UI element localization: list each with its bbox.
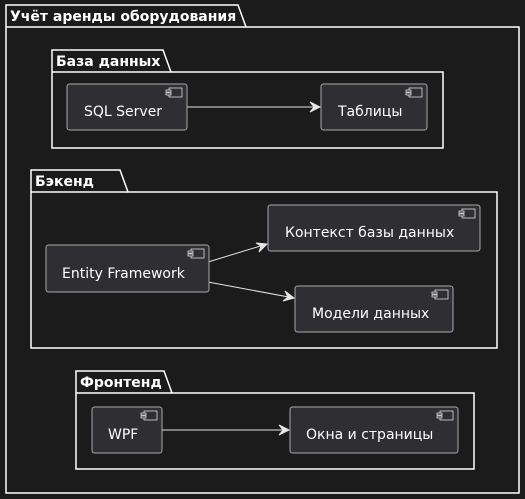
component-entity-framework-box[interactable] bbox=[45, 244, 210, 293]
component-tables-label: Таблицы bbox=[337, 104, 402, 120]
component-data-models-label: Модели данных bbox=[312, 306, 429, 322]
component-db-context-label: Контекст базы данных bbox=[285, 225, 454, 241]
component-data-models[interactable]: Модели данных bbox=[294, 285, 454, 333]
component-icon bbox=[140, 410, 158, 421]
package-database-frame bbox=[51, 49, 444, 149]
component-icon bbox=[405, 87, 423, 98]
component-sql-server-label: SQL Server bbox=[84, 104, 162, 120]
edge-wpf-to-windows-arrowhead bbox=[278, 424, 291, 436]
package-backend: Бэкенд bbox=[30, 169, 498, 349]
package-frontend: Фронтенд bbox=[75, 370, 475, 470]
edge-sql-to-tables-arrowhead bbox=[309, 101, 322, 113]
component-entity-framework-label: Entity Framework bbox=[62, 266, 186, 282]
component-db-context-box[interactable] bbox=[267, 204, 481, 252]
component-windows-pages-label: Окна и страницы bbox=[306, 427, 433, 443]
package-frontend-title: Фронтенд bbox=[80, 375, 162, 391]
component-icon bbox=[436, 410, 454, 421]
component-data-models-box[interactable] bbox=[294, 285, 454, 333]
component-windows-pages[interactable]: Окна и страницы bbox=[289, 406, 459, 454]
edge-ef-to-context bbox=[207, 243, 268, 263]
edge-ef-to-models bbox=[207, 281, 295, 299]
component-icon bbox=[165, 87, 183, 98]
package-root-frame bbox=[5, 4, 520, 494]
edges bbox=[162, 101, 322, 436]
component-entity-framework[interactable]: Entity Framework bbox=[45, 244, 210, 293]
component-wpf[interactable]: WPF bbox=[91, 406, 163, 454]
package-root-title: Учёт аренды оборудования bbox=[10, 9, 236, 25]
component-icon bbox=[187, 248, 205, 259]
package-root: Учёт аренды оборудования bbox=[5, 4, 520, 494]
component-icon bbox=[431, 289, 449, 300]
component-sql-server-box[interactable] bbox=[66, 83, 188, 131]
package-backend-frame bbox=[30, 169, 498, 349]
component-tables[interactable]: Таблицы bbox=[320, 83, 428, 131]
component-windows-pages-box[interactable] bbox=[289, 406, 459, 454]
package-backend-title: Бэкенд bbox=[35, 174, 94, 190]
component-icon bbox=[458, 208, 476, 219]
component-tables-box[interactable] bbox=[320, 83, 428, 131]
component-sql-server[interactable]: SQL Server bbox=[66, 83, 188, 131]
package-database-title: База данных bbox=[56, 54, 160, 70]
package-frontend-frame bbox=[75, 370, 475, 470]
package-database: База данных bbox=[51, 49, 444, 149]
component-db-context[interactable]: Контекст базы данных bbox=[267, 204, 481, 252]
component-wpf-label: WPF bbox=[108, 427, 138, 443]
edge-ef-to-context-arrowhead bbox=[255, 242, 269, 253]
edge-ef-to-models-arrowhead bbox=[282, 290, 296, 302]
